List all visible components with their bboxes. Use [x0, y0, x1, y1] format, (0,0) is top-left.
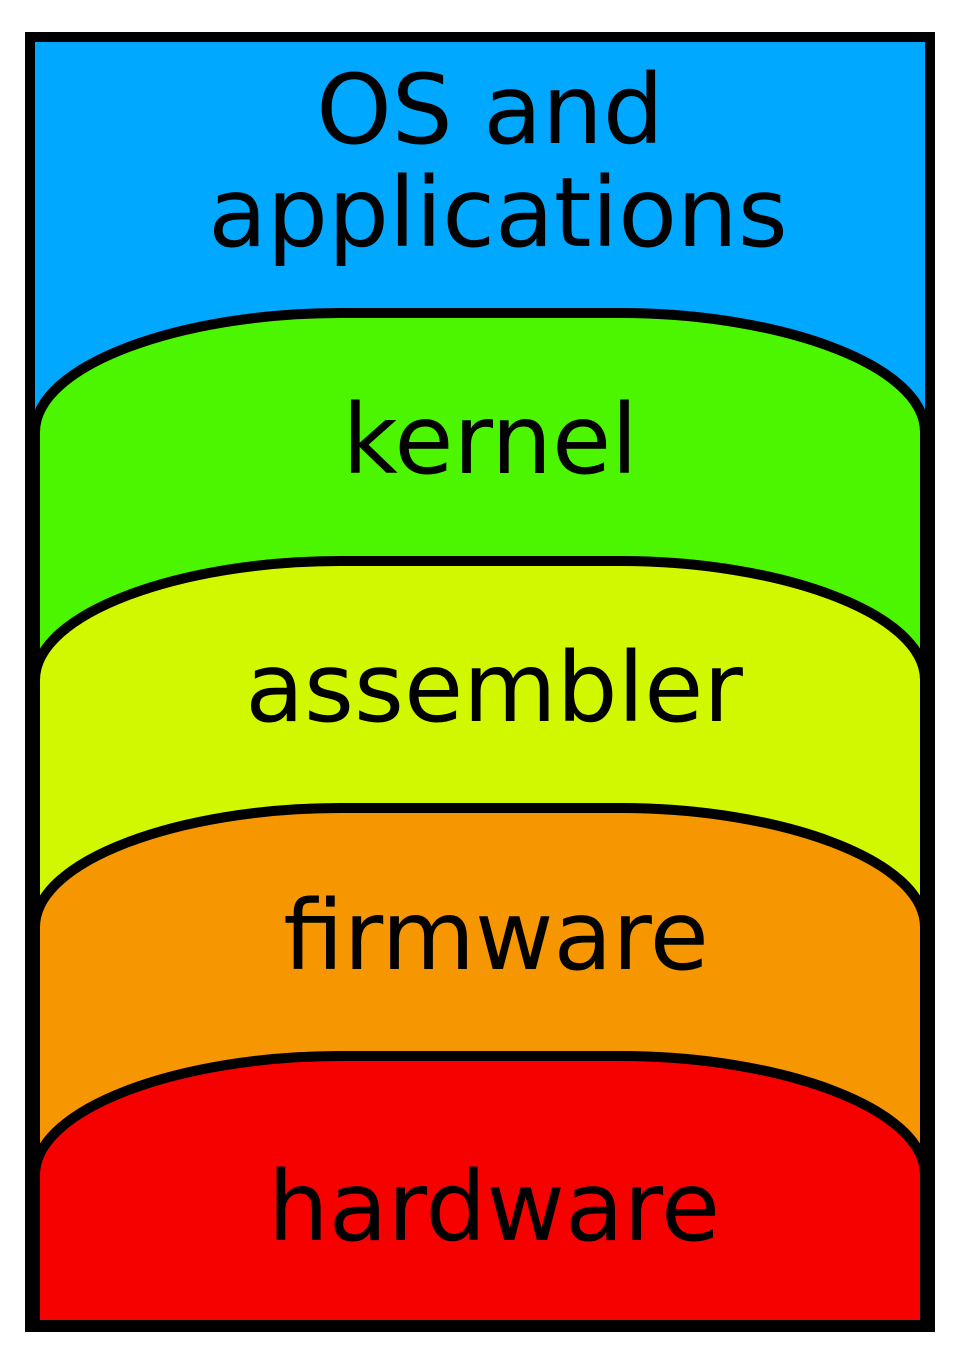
label-kernel: kernel [342, 384, 638, 496]
label-hardware: hardware [268, 1151, 720, 1263]
label-os-line-1: OS and [316, 54, 664, 166]
layer-hardware [30, 1051, 930, 1330]
label-assembler: assembler [245, 632, 743, 744]
label-os-line-2: applications [208, 157, 788, 269]
label-firmware: firmware [283, 880, 709, 992]
diagram-frame [25, 32, 935, 1332]
